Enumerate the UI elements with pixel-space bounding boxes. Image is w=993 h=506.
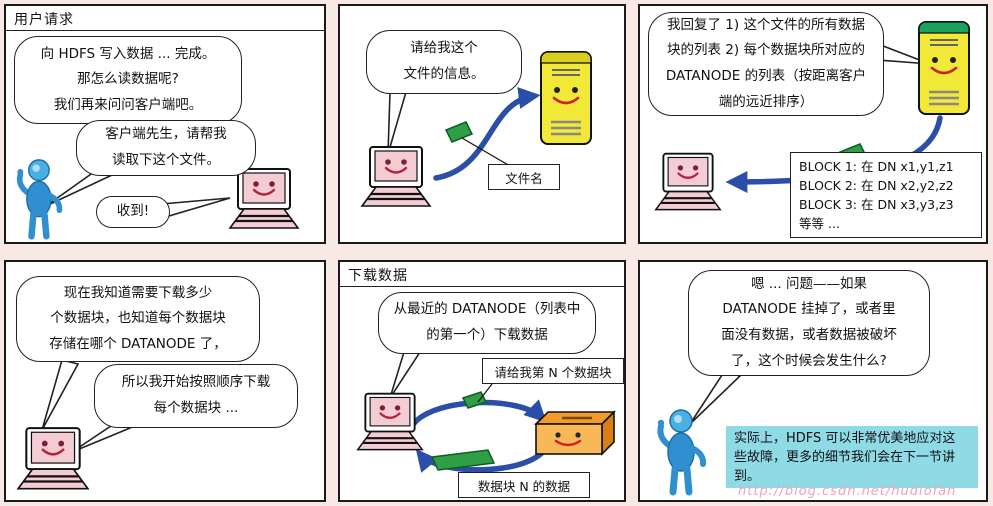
- block-list-box: BLOCK 1: 在 DN x1,y1,z1 BLOCK 2: 在 DN x2,…: [790, 152, 982, 238]
- data-packet-icon: [444, 121, 474, 143]
- speech-tail: [387, 91, 408, 155]
- connector-line: [461, 137, 511, 167]
- user-person-icon: [657, 409, 706, 496]
- request-arrow: [407, 399, 547, 433]
- data-return-arrow: [415, 445, 549, 473]
- speech-bubble-download-order: 所以我开始按照顺序下载 每个数据块 ...: [94, 364, 298, 428]
- client-computer-icon: [228, 168, 300, 229]
- client-computer-icon: [16, 427, 90, 490]
- user-person-icon: [16, 159, 63, 240]
- title-divider: [340, 286, 624, 287]
- request-block-label: 请给我第 N 个数据块: [482, 358, 624, 384]
- speech-bubble-reply: 我回复了 1) 这个文件的所有数据 块的列表 2) 每个数据块所对应的 DATA…: [648, 12, 884, 116]
- request-arrow: [433, 87, 541, 181]
- speech-bubble-download: 从最近的 DATANODE（列表中 的第一个）下载数据: [378, 292, 596, 354]
- client-computer-icon: [360, 146, 432, 207]
- speech-bubble-question: 嗯 ... 问题——如果 DATANODE 挂掉了，或者里 面没有数据，或者数据…: [688, 270, 930, 376]
- panel-6-failure-question: 嗯 ... 问题——如果 DATANODE 挂掉了，或者里 面没有数据，或者数据…: [638, 260, 988, 502]
- panel-2-ask-metadata: 请给我这个 文件的信息。 文件名: [338, 4, 626, 244]
- panel-title: 下载数据: [348, 268, 408, 284]
- block-list-row: BLOCK 2: 在 DN x2,y2,z2: [799, 178, 954, 193]
- panel-5-overlay: [389, 351, 549, 473]
- speech-tail: [161, 197, 231, 220]
- answer-note: 实际上，HDFS 可以非常优美地应对这 些故障，更多的细节我们会在下一节讲 到。: [726, 426, 978, 488]
- datanode-box-icon: [534, 410, 616, 456]
- speech-bubble-ack: 收到!: [96, 196, 170, 228]
- connector-line: [477, 383, 493, 403]
- block-data-label: 数据块 N 的数据: [458, 472, 590, 498]
- speech-tail: [41, 359, 80, 431]
- namenode-server-icon: [918, 21, 970, 115]
- block-list-row: 等等 ...: [799, 216, 840, 231]
- watermark: http://blog.csdn.net/hudiofan: [738, 484, 957, 499]
- panel-3-namenode-reply: 我回复了 1) 这个文件的所有数据 块的列表 2) 每个数据块所对应的 DATA…: [638, 4, 988, 244]
- client-computer-icon: [654, 152, 722, 211]
- data-block-packet-icon: [430, 449, 496, 471]
- data-packet-icon: [461, 391, 488, 409]
- namenode-server-icon: [540, 51, 592, 145]
- panel-5-download-data: 下载数据 从最近的 DATANODE（列表中 的第一个）下载数据 请给我第 N …: [338, 260, 626, 502]
- panel-2-overlay: [387, 87, 541, 181]
- title-divider: [6, 30, 324, 31]
- speech-bubble-know-blocks: 现在我知道需要下载多少 个数据块，也知道每个数据块 存储在哪个 DATANODE…: [16, 276, 260, 362]
- filename-label: 文件名: [488, 164, 560, 190]
- panel-1-user-request: 用户请求 向 HDFS 写入数据 ... 完成。 那怎么读数据呢? 我们再来问问…: [4, 4, 326, 244]
- speech-bubble-ask-info: 请给我这个 文件的信息。: [366, 30, 522, 94]
- speech-bubble-request: 客户端先生，请帮我 读取下这个文件。: [76, 120, 256, 176]
- speech-bubble-narration: 向 HDFS 写入数据 ... 完成。 那怎么读数据呢? 我们再来问问客户端吧。: [14, 36, 242, 124]
- panel-title: 用户请求: [14, 12, 74, 28]
- block-list-row: BLOCK 1: 在 DN x1,y1,z1: [799, 159, 954, 174]
- panel-4-client-plan: 现在我知道需要下载多少 个数据块，也知道每个数据块 存储在哪个 DATANODE…: [4, 260, 326, 502]
- client-computer-icon: [356, 392, 424, 451]
- block-list-row: BLOCK 3: 在 DN x3,y3,z3: [799, 197, 954, 212]
